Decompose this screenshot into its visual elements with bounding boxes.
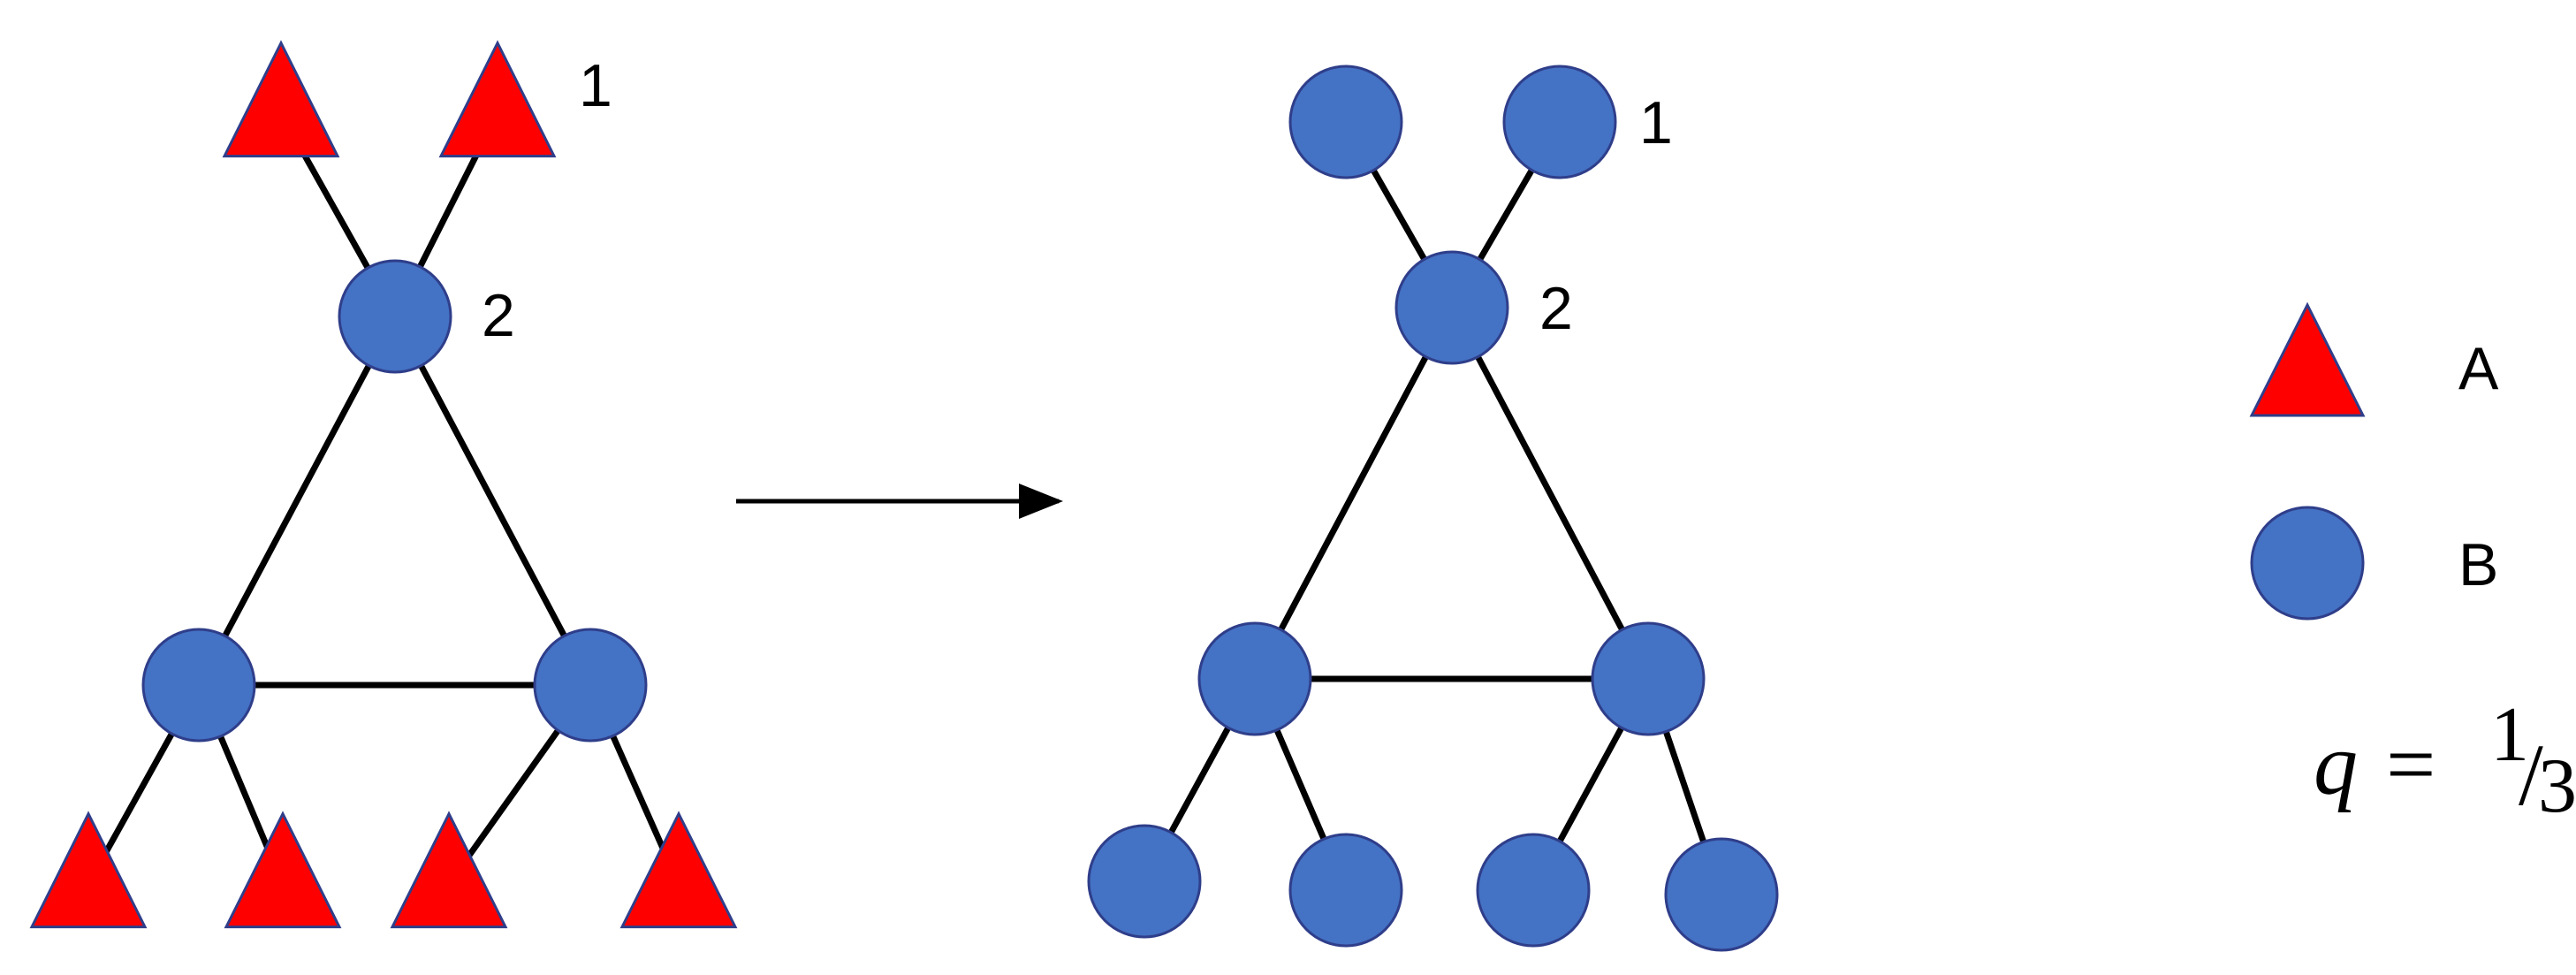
node-before-8-triangle: [619, 811, 738, 929]
legend-label-a: A: [2458, 335, 2499, 402]
legend-item-a: A: [2249, 301, 2499, 417]
graph-before: 1 2: [29, 40, 738, 929]
formula-denominator: 3: [2538, 743, 2576, 829]
legend: A B: [2249, 301, 2499, 621]
node-after-6-circle: [1288, 833, 1403, 948]
legend-item-b: B: [2250, 506, 2498, 621]
formula: q = 1 / 3: [2314, 692, 2576, 829]
node-label-leaf-after: 1: [1639, 89, 1673, 156]
node-before-4-circle: [533, 628, 648, 743]
node-before-6-triangle: [224, 811, 342, 929]
edges-before: [85, 111, 682, 887]
edges-after: [1141, 120, 1725, 896]
edge-before-3: [391, 315, 594, 687]
node-before-5-triangle: [29, 811, 148, 929]
graph-after: 1 2: [1087, 65, 1779, 952]
node-before-2-circle: [338, 259, 452, 374]
node-after-0-circle: [1288, 65, 1403, 179]
node-after-2-circle: [1394, 250, 1509, 365]
nodes-after: [1087, 65, 1779, 952]
edge-after-2: [1251, 306, 1455, 681]
node-before-7-triangle: [390, 811, 508, 929]
formula-slash: /: [2519, 726, 2543, 824]
formula-equals: =: [2386, 715, 2435, 813]
node-after-7-circle: [1476, 833, 1591, 948]
formula-numerator: 1: [2490, 692, 2529, 778]
node-before-3-circle: [141, 628, 256, 743]
node-after-1-circle: [1502, 65, 1617, 179]
legend-label-b: B: [2458, 531, 2498, 598]
nodes-before: [29, 40, 738, 929]
node-label-hub-after: 2: [1539, 275, 1573, 342]
edge-before-2: [195, 315, 399, 687]
node-before-0-triangle: [222, 40, 340, 158]
edge-after-3: [1448, 306, 1652, 681]
node-after-4-circle: [1591, 621, 1706, 736]
triangle-icon: [2249, 301, 2366, 417]
node-after-8-circle: [1664, 837, 1779, 952]
node-before-1-triangle: [438, 40, 557, 158]
node-label-hub-before: 2: [482, 282, 515, 349]
node-label-leaf-before: 1: [579, 52, 612, 119]
node-after-3-circle: [1197, 621, 1312, 736]
node-after-5-circle: [1087, 824, 1202, 939]
circle-icon: [2250, 506, 2365, 621]
formula-variable: q: [2314, 715, 2358, 813]
